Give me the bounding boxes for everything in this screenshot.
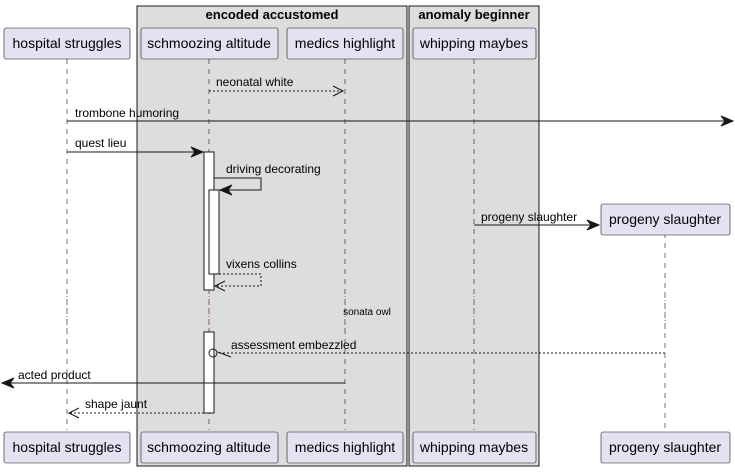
participant-label: hospital struggles: [13, 35, 122, 51]
participant-label: whipping maybes: [419, 439, 528, 455]
participant-label: progeny slaughter: [609, 211, 721, 227]
activation-bar-schmoozing-2: [203, 331, 215, 414]
group-title-encoded-accustomed: encoded accustomed: [206, 7, 339, 22]
message-label: driving decorating: [226, 162, 321, 176]
message-assessment-embezzled: assessment embezzled: [208, 338, 665, 358]
participant-progeny-slaughter-created[interactable]: progeny slaughter: [600, 203, 731, 236]
participant-label: schmoozing altitude: [147, 439, 271, 455]
message-driving-decorating: driving decorating: [214, 162, 321, 196]
participant-schmoozing-altitude-top[interactable]: schmoozing altitude: [140, 27, 279, 60]
message-progeny-slaughter: progeny slaughter: [474, 210, 601, 231]
participant-hospital-struggles-top[interactable]: hospital struggles: [3, 27, 131, 60]
participant-whipping-maybes-bottom[interactable]: whipping maybes: [412, 431, 537, 464]
participant-label: medics highlight: [295, 35, 395, 51]
participant-whipping-maybes-top[interactable]: whipping maybes: [412, 27, 537, 60]
message-shape-jaunt: shape jaunt: [67, 397, 204, 419]
participant-label: hospital struggles: [13, 439, 122, 455]
message-trombone-humoring: trombone humoring: [67, 106, 735, 127]
participant-label: schmoozing altitude: [147, 35, 271, 51]
divider-label: sonata owl: [343, 307, 391, 318]
message-label: assessment embezzled: [231, 338, 356, 352]
group-encoded-accustomed: encoded accustomed: [136, 5, 408, 467]
message-quest-lieu: quest lieu: [67, 136, 205, 158]
participant-hospital-struggles-bottom[interactable]: hospital struggles: [3, 431, 131, 464]
message-label: acted product: [18, 368, 91, 382]
divider-gap: [66, 292, 666, 332]
group-title-anomaly-beginner: anomaly beginner: [418, 7, 529, 22]
message-label: trombone humoring: [75, 106, 179, 120]
message-neonatal-white: neonatal white: [209, 75, 345, 97]
message-label: shape jaunt: [85, 397, 148, 411]
message-label: quest lieu: [75, 136, 126, 150]
message-label: vixens collins: [226, 257, 297, 271]
group-anomaly-beginner: anomaly beginner: [408, 5, 540, 467]
participant-label: progeny slaughter: [609, 439, 721, 455]
activation-bar-schmoozing-nested: [208, 189, 220, 275]
message-acted-product: acted product: [0, 368, 345, 389]
participant-schmoozing-altitude-bottom[interactable]: schmoozing altitude: [140, 431, 279, 464]
participant-label: medics highlight: [295, 439, 395, 455]
message-label: progeny slaughter: [481, 210, 577, 224]
message-vixens-collins: vixens collins: [213, 257, 297, 292]
participant-progeny-slaughter-bottom[interactable]: progeny slaughter: [600, 431, 731, 464]
message-label: neonatal white: [216, 75, 294, 89]
participant-label: whipping maybes: [419, 35, 528, 51]
participant-medics-highlight-top[interactable]: medics highlight: [286, 27, 404, 60]
participant-medics-highlight-bottom[interactable]: medics highlight: [286, 431, 404, 464]
